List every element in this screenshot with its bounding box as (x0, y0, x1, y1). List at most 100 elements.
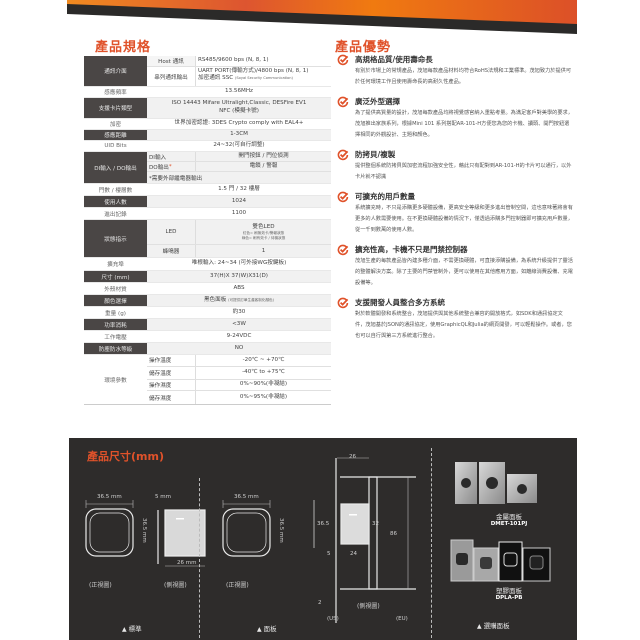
dimensions-title: 產品尺寸(mm) (87, 450, 164, 463)
check-circle-icon (337, 54, 349, 66)
spec-value: 13.56MHz (225, 88, 253, 95)
advantage-body: 有別於市場上的常規產品，茂旭每款產品材料均符合RoHS法規和工業標準。茂旭致力於… (355, 68, 572, 85)
advantage-title: 防拷貝/複製 (355, 150, 396, 159)
spec-table: 通訊介面 Host 通訊 RS485/9600 bps (N, 8, 1) 串列… (84, 56, 331, 405)
spec-value: 世界加密認證: 3DES Crypto comply with EAL4+ (174, 120, 304, 127)
spec-subvalue: 加密通訊 SSC (198, 75, 234, 82)
plastic-panel-code: DPLA-PB (495, 595, 523, 601)
spec-subkey: DO輸出 (149, 164, 169, 171)
spec-note: *需要外部繼電器輸出 (149, 175, 203, 182)
spec-subkey: 操作濕度 (149, 382, 172, 389)
advantage-item: 支援開發人員整合多方系統 對於軟體開發和系統整合，茂旭提供與其他系統整合兼容的開… (337, 297, 573, 342)
advantages-list: 高規格品質/使用壽命長 有別於市場上的常規產品，茂旭每款產品材料均符合RoHS法… (337, 54, 573, 350)
spec-subkey: 串列通訊輸出 (154, 74, 188, 81)
spec-value: 9-24VDC (226, 332, 252, 339)
spec-label: 尺寸 (mm) (84, 271, 147, 282)
product-spec-sheet: 產品規格 通訊介面 Host 通訊 RS485/9600 bps (N, 8, … (67, 0, 577, 640)
check-circle-icon (337, 244, 349, 256)
dim-label: 36.5 mm (97, 494, 122, 500)
spec-note: 綠色= 刷有效卡 / 待機狀態 (241, 235, 286, 240)
advantages-title: 產品優勢 (335, 40, 392, 55)
spec-subvalue: UART PORT(傳輸方式)/4800 bps (N, 8, 1) (198, 68, 309, 74)
spec-label: DI輸入 / DO輸出 (84, 152, 147, 183)
spec-subvalue: -20℃ ~ +70℃ (195, 355, 331, 366)
spec-value: NO (147, 343, 331, 354)
divider (431, 448, 432, 638)
triangle-icon: ▲ (477, 623, 482, 630)
spec-value: NFC (模擬卡號) (219, 108, 259, 114)
dim-label: 36.5 mm (278, 518, 284, 543)
metal-panel-name: 金屬面板 (496, 513, 522, 521)
dim-label: 32 (372, 521, 379, 527)
triangle-icon: ▲ (257, 626, 262, 633)
caption-panel: ▲面板 (257, 625, 277, 633)
spec-value: ABS (233, 284, 245, 291)
dim-label: 36.5 mm (141, 518, 147, 543)
advantage-body: 為了提供高質量的設計，茂旭每款產品均將視覺感官納入重點考量。為滿足客戶對美學的要… (355, 110, 573, 138)
metal-panel-code: DMET-101PJ (490, 521, 528, 527)
dim-label: 2 (318, 600, 322, 606)
spec-value: <3W (147, 319, 331, 330)
spec-subkey: 蜂鳴器 (162, 249, 180, 256)
front-view-label: (正視圖) (89, 582, 112, 589)
caption-options: ▲選購面板 (477, 622, 510, 630)
spec-label: 防塵防水等級 (84, 343, 147, 354)
advantage-item: 可擴充的用戶數量 系統擴充時，不只是添購更多硬體設備，更高安全等級和更多進出管制… (337, 191, 573, 236)
spec-subkey: 儲存濕度 (149, 395, 172, 402)
spec-value: 24~32(可自行調整) (213, 142, 265, 149)
spec-note: (Soyal Security Communication) (234, 76, 293, 81)
advantage-title: 擴充性高，卡機不只是門禁控制器 (355, 245, 468, 254)
spec-label: 狀態指示 (84, 220, 147, 257)
plastic-panel-name: 塑膠面板 (496, 587, 522, 595)
spec-value: 1024 (147, 196, 331, 207)
front-view-label: (正視圖) (226, 582, 249, 589)
spec-subvalue: -40℃ to +75℃ (195, 366, 331, 379)
eu-label: (EU) (396, 616, 408, 622)
spec-value: 約30 (232, 308, 246, 315)
triangle-icon: ▲ (122, 626, 127, 633)
spec-subvalue: RS485/9600 bps (N, 8, 1) (195, 56, 331, 66)
spec-label: 支援卡片類型 (84, 98, 147, 118)
advantage-title: 廣泛外型選擇 (355, 97, 400, 106)
spec-subkey: 儲存溫度 (149, 370, 172, 377)
spec-label: 通訊介面 (84, 56, 147, 86)
dim-label: 5 (327, 551, 331, 557)
spec-label: 門數 / 樓層數 (98, 187, 133, 194)
spec-label: UID Bits (104, 143, 127, 149)
advantage-title: 可擴充的用戶數量 (355, 192, 415, 201)
spec-subvalue: 雙色LED (252, 223, 275, 230)
required-mark: * (168, 163, 172, 170)
spec-subvalue: 開門按鈕 / 門位偵測 (195, 152, 331, 161)
spec-label: 感應頻率 (104, 90, 127, 96)
dim-label: 86 (390, 531, 397, 537)
spec-label: 加密 (109, 122, 122, 128)
specs-title: 產品規格 (95, 40, 152, 55)
advantage-item: 高規格品質/使用壽命長 有別於市場上的常規產品，茂旭每款產品材料均符合RoHS法… (337, 54, 573, 88)
us-label: (US) (327, 616, 339, 622)
advantage-body: 系統擴充時，不只是添購更多硬體設備，更高安全等級和更多進出管制空間，這也意味著將… (355, 205, 573, 233)
dimensions-panel: 產品尺寸(mm) (69, 438, 577, 640)
spec-label: 環境參數 (104, 377, 127, 384)
side-view-label: (側視圖) (357, 603, 380, 610)
spec-label: 外殼材質 (104, 286, 127, 293)
advantage-body: 對於軟體開發和系統整合，茂旭提供與其他系統整合兼容的開放格式，如SDK和通訊協定… (355, 311, 572, 339)
check-circle-icon (337, 297, 349, 309)
dim-label: 36.5 mm (234, 494, 259, 500)
spec-subkey: DI輸入 (149, 154, 167, 161)
spec-value: ISO 14443 Mifare Ultralight,Classic, DES… (171, 100, 307, 107)
header-banner (67, 0, 577, 34)
spec-value: 1-3CM (147, 130, 331, 140)
spec-label: 功率消耗 (84, 319, 147, 330)
advantage-title: 支援開發人員整合多方系統 (355, 298, 445, 307)
dim-label: 5 mm (155, 494, 171, 500)
spec-label: 進出記錄 (104, 211, 127, 218)
spec-subkey: 操作溫度 (149, 358, 172, 365)
advantage-item: 擴充性高，卡機不只是門禁控制器 茂旭生產的每款產品皆內建多種介面，不需更換硬體，… (337, 244, 573, 289)
spec-label: 使用人數 (84, 196, 147, 207)
dim-label: 26 (349, 454, 356, 460)
spec-value: 37(H)X 37(W)X31(D) (147, 271, 331, 282)
spec-value: 唯根輸入: 24~34 (可外接WG按鍵板) (191, 260, 287, 267)
spec-subvalue: 電鎖 / 警報 (195, 162, 331, 171)
spec-note: 紅色= 刷無效卡/警報狀態 (242, 231, 285, 236)
spec-note: (可提供訂單生產客制化顏色) (228, 298, 275, 303)
